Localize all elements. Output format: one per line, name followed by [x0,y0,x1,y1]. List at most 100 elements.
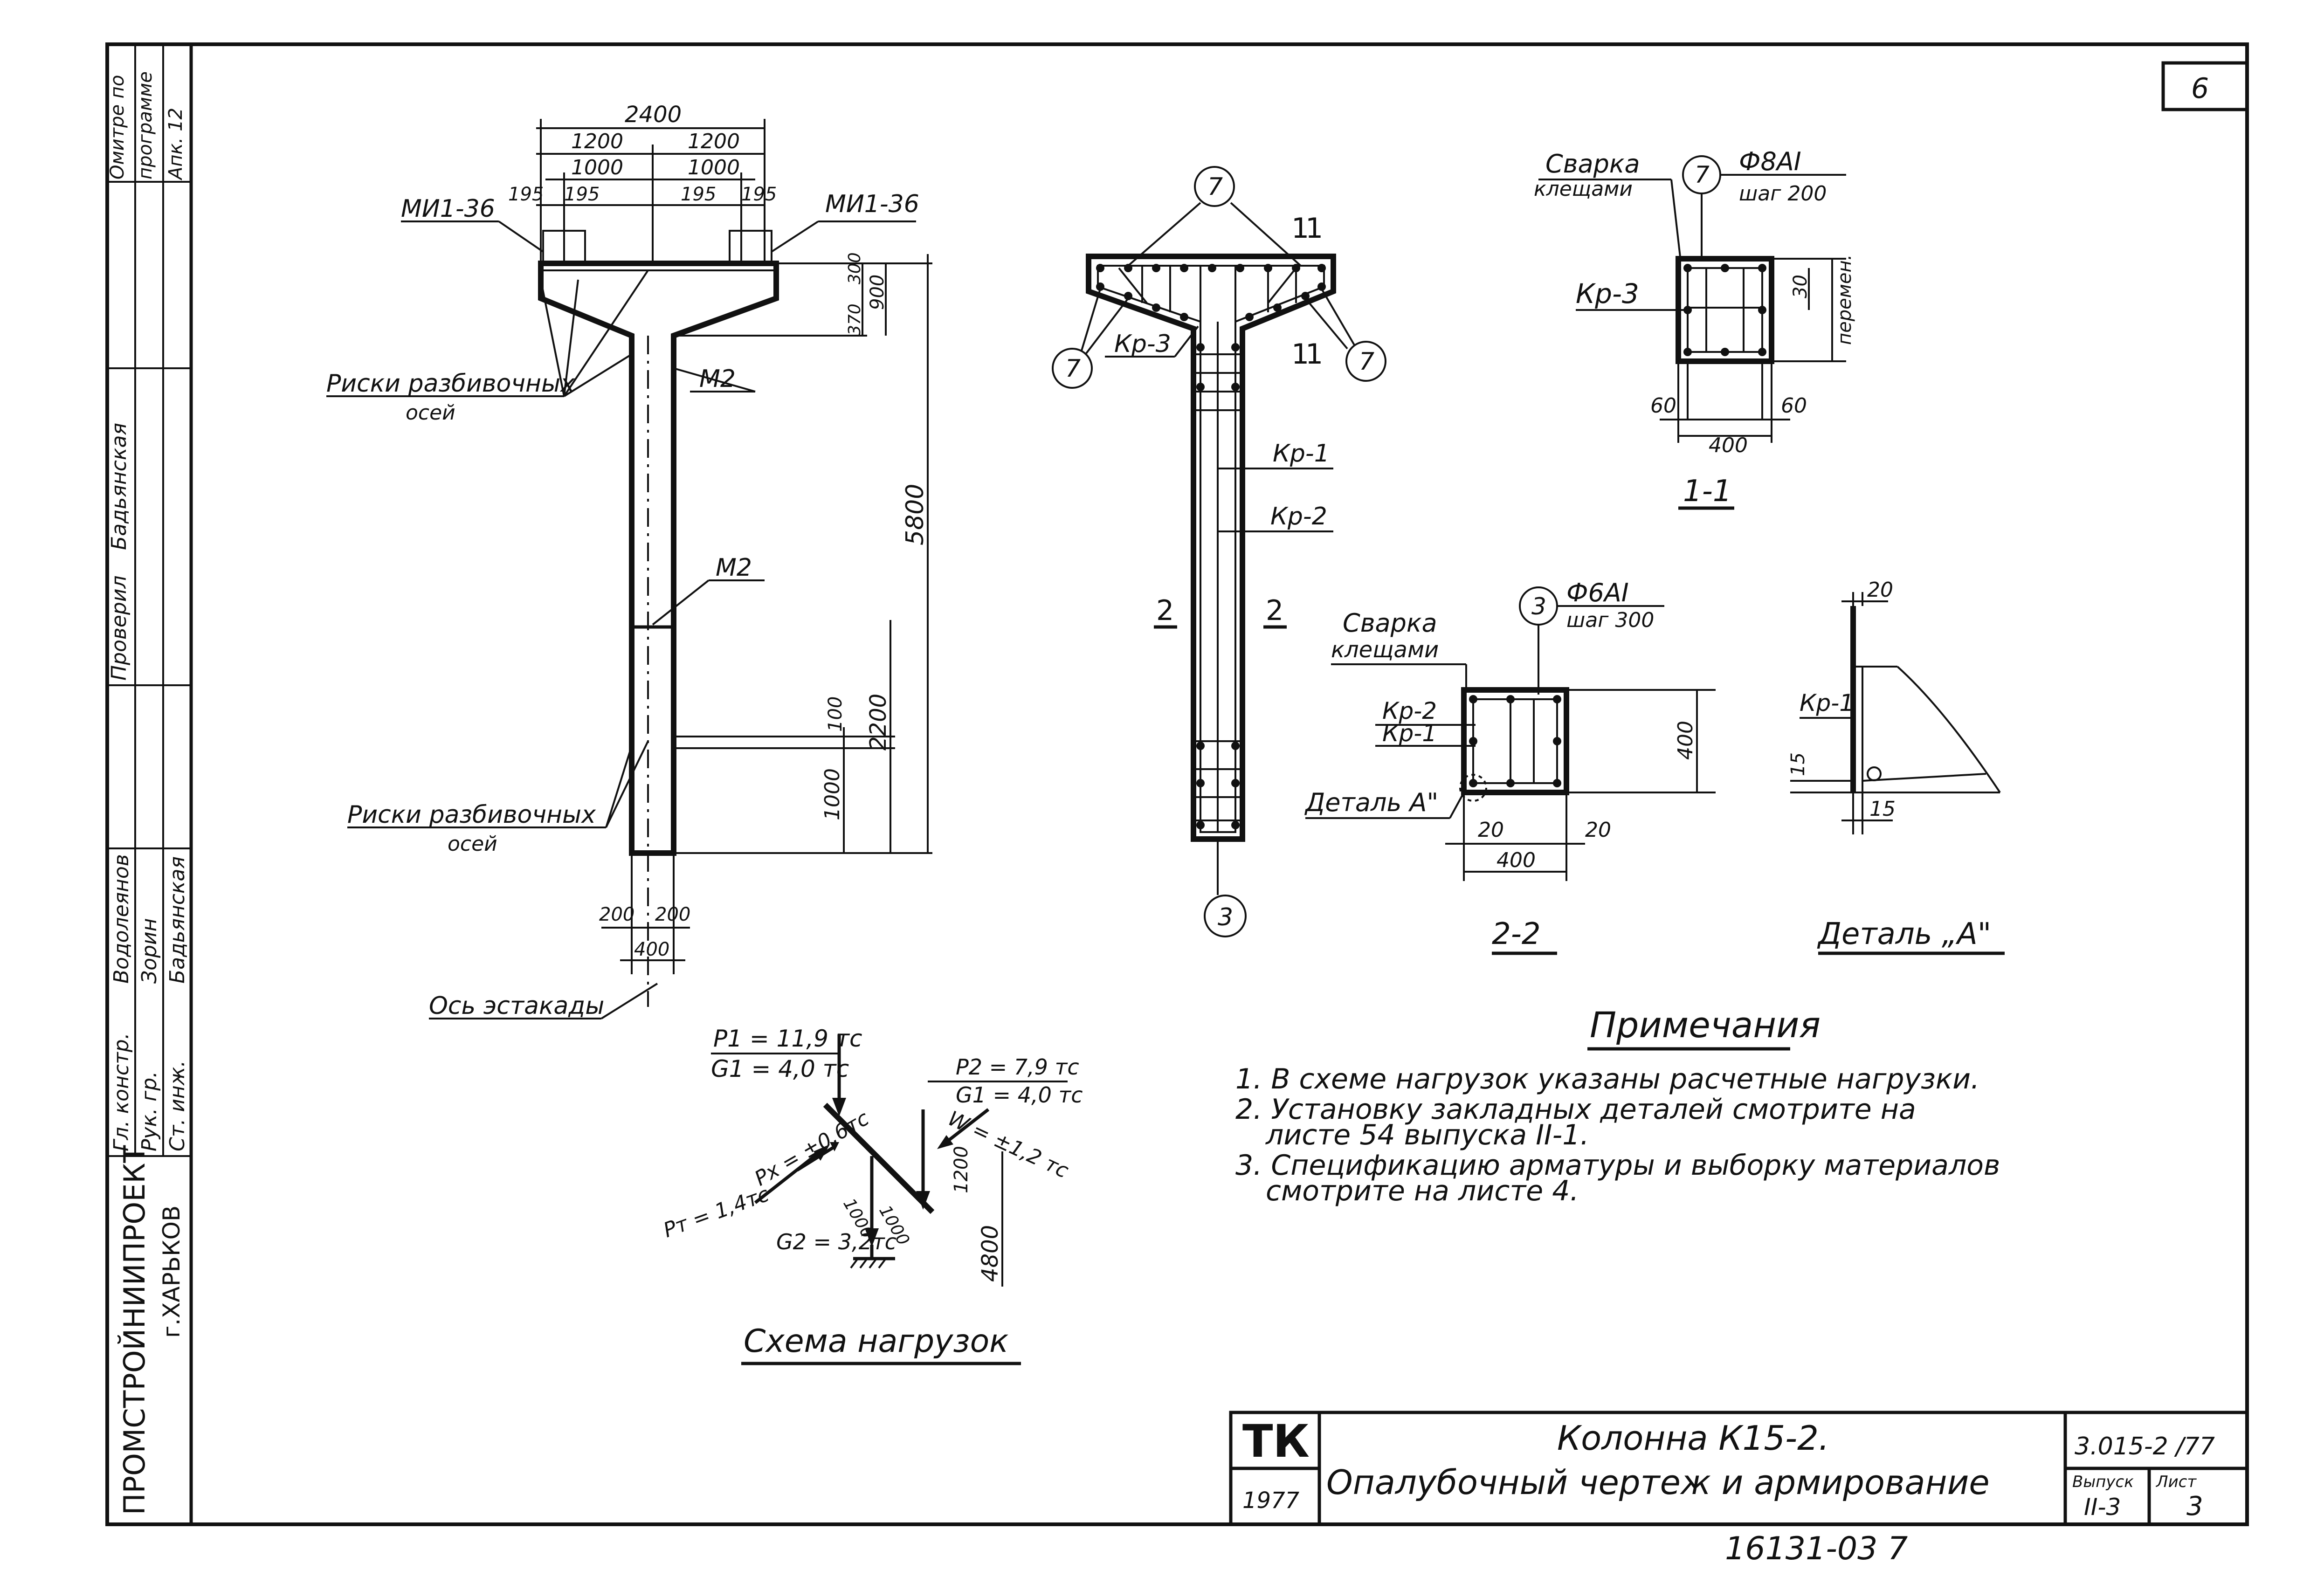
load-px: Px = ±0,6тс [751,1106,873,1191]
dim-195-1: 195 [508,184,544,205]
axis-label: Ось эстакады [429,992,604,1020]
s22-bar: Ф6АI [1566,578,1629,607]
s22-weld-1: Сварка [1343,608,1437,638]
dim-5800: 5800 [901,484,929,545]
issue-value: II-3 [2084,1494,2121,1521]
s22-kr2: Кр-2 [1382,697,1437,724]
sheet-number-box [2161,61,2249,111]
side-checked: Проверил [107,575,131,681]
risks-bottom-line2: осей [448,832,497,856]
side-strip: Омитре по программе Апк. 12 Бадьянская П… [107,44,191,1515]
s22-d20-right: 20 [1585,818,1611,842]
rebar-elevation: 7 7 7 1 1 1 1 Кр-3 Кр-1 Кр-2 2 2 3 [1052,166,1386,937]
column-elevation: 2400 1200 1200 1000 1000 195 195 195 195… [326,102,932,1020]
dim-1200-left: 1200 [571,130,623,153]
dim-195-3: 195 [681,184,716,205]
side-print-1: Омитре по [107,75,128,179]
m2-mid-label: М2 [716,554,752,582]
dim-1000-left: 1000 [571,156,623,179]
dim-2400: 2400 [625,102,682,128]
mi-right-label: МИ1-36 [825,190,919,218]
cut2-right: 2 [1266,594,1283,627]
ref7-right: 7 [1359,348,1374,376]
dim-2200: 2200 [865,694,891,751]
dim-200-left: 200 [599,904,634,925]
s22-weld-2: клещами [1331,637,1439,663]
s11-d30: 30 [1790,275,1811,298]
side-role-1: Гл. констр. [110,1033,133,1151]
risks-bottom-line1: Риски разбивочных [347,801,596,829]
notes: Примечания 1. В схеме нагрузок указаны р… [1235,1004,2000,1207]
s11-label: 1-1 [1683,474,1732,509]
load-p1: P1 = 11,9 тс [713,1025,862,1052]
notes-line-3: листе 54 выпуска II-1. [1265,1119,1589,1151]
detail-a-label: Деталь „А" [1817,917,1991,951]
s11-bar: Ф8АI [1739,147,1801,176]
title-year: 1977 [1242,1487,1300,1514]
mi-left-label: МИ1-36 [401,195,495,223]
load-scheme: P1 = 11,9 тс G1 = 4,0 тс P2 = 7,9 тс G1 … [660,1025,1083,1365]
side-checker: Бадьянская [107,423,131,550]
s11-var: перемен. [1834,255,1855,345]
dim-195-4: 195 [741,184,777,205]
notes-line-1: 1. В схеме нагрузок указаны расчетные на… [1235,1063,1979,1095]
dim-300: 300 [845,252,864,284]
side-role-2: Рук. гр. [138,1071,161,1151]
s11-d60-right: 60 [1781,394,1807,418]
s11-d60-left: 60 [1650,394,1676,418]
load-pt: Pт = 1,4тс [660,1182,772,1242]
section-1-1: Сварка клещами 7 Ф8АI шаг 200 Кр-3 30 пе… [1534,147,1855,510]
dim-900: 900 [867,275,888,310]
title-code: 3.015-2 /77 [2075,1432,2215,1460]
tk-logo: ТК [1242,1415,1310,1467]
ref3-label: 3 [1218,903,1233,931]
dim-1000-right: 1000 [688,156,740,179]
side-name-2: Зорин [138,918,161,984]
kr1-label: Кр-1 [1273,440,1330,468]
risks-top-line2: осей [406,401,455,425]
side-org: ПРОМСТРОЙНИИПРОЕКТ [117,1145,152,1515]
sheet-label: Лист [2155,1473,2197,1491]
kr2-label: Кр-2 [1270,503,1327,530]
section-2-2: Сварка клещами 3 Ф6АI шаг 300 Кр-2 Кр-1 … [1304,578,1716,955]
issue-label: Выпуск [2072,1473,2134,1491]
dim-195-2: 195 [564,184,600,205]
load-g2: G2 = 3,2тс [776,1229,896,1254]
s22-kr1: Кр-1 [1382,720,1437,747]
s22-label: 2-2 [1492,917,1541,951]
load-g1b: G1 = 4,0 тс [956,1082,1083,1108]
sheet-number: 6 [2191,72,2209,105]
side-print-3: Апк. 12 [165,108,186,181]
side-name-1: Водолеянов [110,854,133,984]
sheet-value: 3 [2186,1491,2203,1522]
detail-a-d20: 20 [1867,578,1893,602]
load-p2: P2 = 7,9 тс [956,1054,1079,1080]
s22-d20-left: 20 [1478,818,1504,842]
side-print-2: программе [135,71,156,179]
detail-a-d15-h: 15 [1869,797,1896,821]
dim-1200-right: 1200 [688,130,740,153]
s22-d400-v: 400 [1674,721,1697,760]
cut1-top-b: 1 [1305,212,1323,245]
title-line-1: Колонна К15-2. [1557,1419,1829,1458]
ref7-top: 7 [1207,173,1223,201]
detail-a-d15-v: 15 [1787,752,1809,776]
detail-a-kr1: Кр-1 [1800,689,1854,716]
cut1-top: 1 [1291,212,1309,245]
title-block: ТК 1977 Колонна К15-2. Опалубочный черте… [1229,1411,2249,1526]
load-d1200: 1200 [951,1146,972,1193]
load-g1: G1 = 4,0 тс [711,1055,849,1082]
notes-line-5: смотрите на листе 4. [1266,1175,1579,1207]
s11-kr: Кр-3 [1576,278,1639,310]
s22-detail: Деталь А" [1304,788,1438,817]
s22-ref: 3 [1531,593,1546,620]
title-line-2: Опалубочный чертеж и армирование [1326,1463,1990,1502]
s22-d400-h: 400 [1496,848,1536,872]
notes-title: Примечания [1590,1004,1821,1046]
notes-line-2: 2. Установку закладных деталей смотрите … [1235,1093,1916,1126]
s11-ref: 7 [1695,161,1710,188]
dim-200-right: 200 [655,904,690,925]
s11-step: шаг 200 [1739,182,1827,206]
dim-370: 370 [845,303,864,336]
